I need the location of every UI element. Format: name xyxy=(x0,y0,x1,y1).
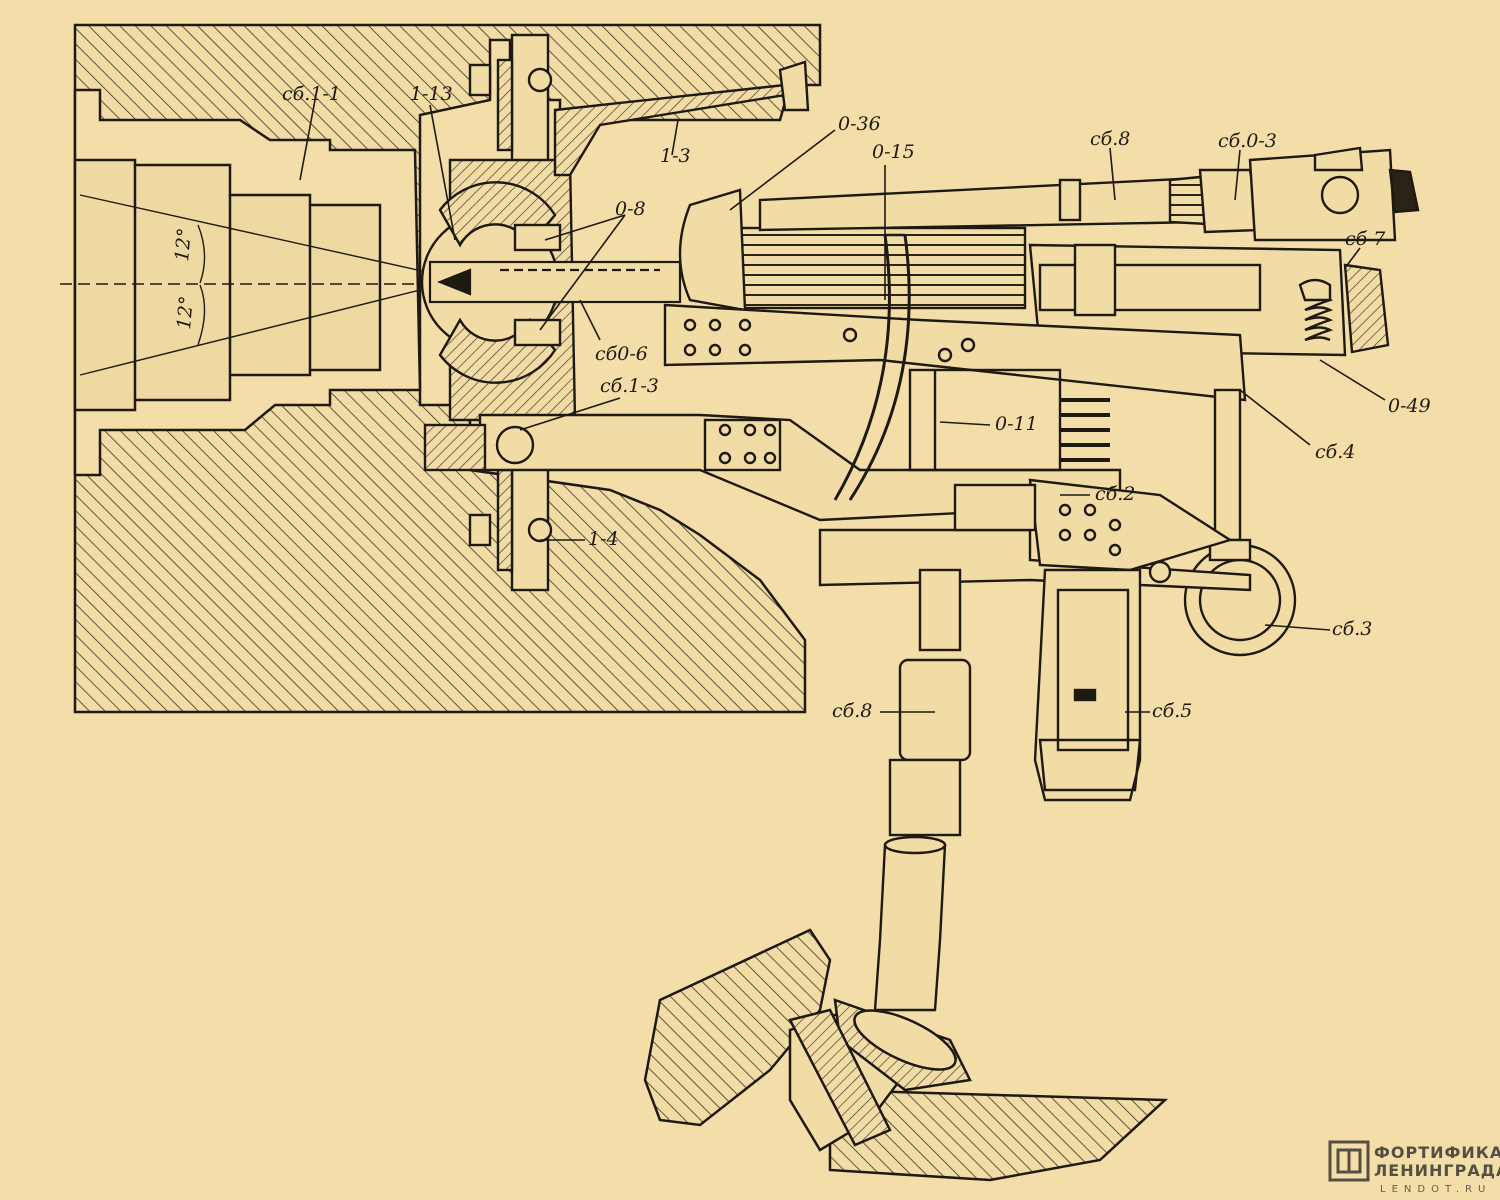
label-sb3: сб.3 xyxy=(1332,618,1372,640)
label-sb5: сб.5 xyxy=(1152,700,1192,722)
machine-gun xyxy=(678,146,1420,357)
label-0-15: 0-15 xyxy=(872,141,915,163)
watermark-line2: ЛЕНИНГРАДА xyxy=(1374,1161,1500,1180)
watermark: ФОРТИФИКАЦИЯ ЛЕНИНГРАДА LENDOT.RU xyxy=(1328,1140,1500,1195)
ammunition-box xyxy=(1033,568,1142,802)
label-sb1-3: сб.1-3 xyxy=(600,375,659,397)
label-sb8-top: сб.8 xyxy=(1090,128,1130,150)
label-angle-down: 12° xyxy=(173,295,198,330)
label-sb8-bottom: сб.8 xyxy=(832,700,872,722)
part-labels: сб.1-1 1-13 1-3 0-36 0-15 сб.8 сб.0-3 0-… xyxy=(171,83,1431,722)
label-0-36: 0-36 xyxy=(838,113,881,135)
leader-lines xyxy=(299,99,1386,713)
watermark-line3: LENDOT.RU xyxy=(1380,1184,1491,1195)
label-sb2: сб.2 xyxy=(1095,483,1135,505)
label-0-8: 0-8 xyxy=(615,198,646,220)
label-1-4: 1-4 xyxy=(588,528,619,550)
cradle-frame xyxy=(423,233,1297,657)
label-1-13: 1-13 xyxy=(410,83,453,105)
label-angle-up: 12° xyxy=(171,227,196,262)
barrel-rear xyxy=(428,260,682,304)
floor-base xyxy=(643,928,1169,1182)
label-0-49: 0-49 xyxy=(1388,395,1431,417)
label-sb0-3: сб.0-3 xyxy=(1218,130,1277,152)
concrete-wall xyxy=(73,23,822,714)
watermark-line1: ФОРТИФИКАЦИЯ xyxy=(1374,1143,1500,1162)
label-0-11: 0-11 xyxy=(995,413,1038,435)
pedestal-column xyxy=(873,568,972,1012)
label-sb0-6: сб0-6 xyxy=(595,343,648,365)
label-sb1-1: сб.1-1 xyxy=(282,83,341,105)
field-of-fire-lines xyxy=(60,194,460,376)
label-sb4: сб.4 xyxy=(1315,441,1355,463)
label-sb7: сб 7 xyxy=(1345,228,1386,250)
label-1-3: 1-3 xyxy=(660,145,691,167)
watermark-logo-icon xyxy=(1328,1140,1370,1182)
